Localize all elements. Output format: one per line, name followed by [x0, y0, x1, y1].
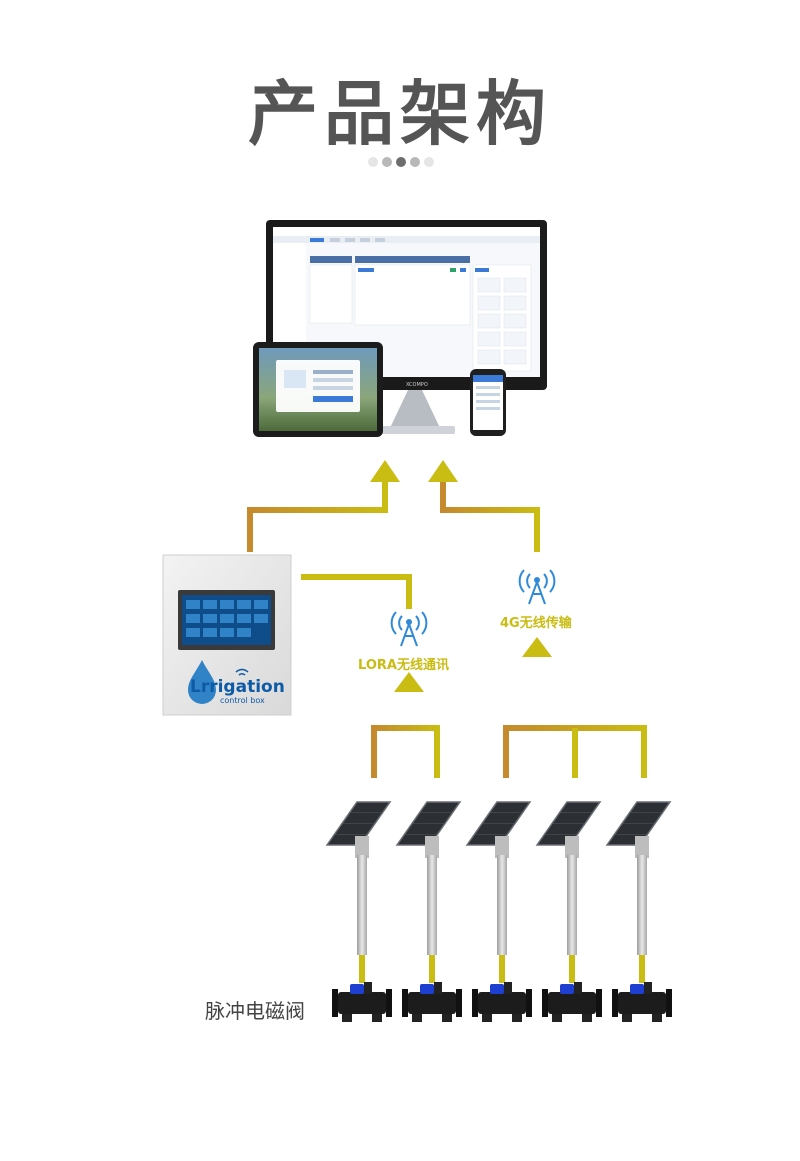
valve-flange [456, 989, 462, 1017]
valve-foot [482, 1014, 492, 1022]
pole [357, 855, 367, 955]
valve-foot [442, 1014, 452, 1022]
valve-cap [364, 982, 372, 994]
solar-station [535, 801, 602, 1022]
valve-cap [434, 982, 442, 994]
pagination-dots [368, 157, 434, 169]
bracket [355, 836, 369, 858]
valve-foot [622, 1014, 632, 1022]
valve-link [499, 955, 505, 983]
valve-foot [512, 1014, 522, 1022]
valve-cap [504, 982, 512, 994]
valve-flange [332, 989, 338, 1017]
bracket [565, 836, 579, 858]
valve-body [618, 992, 666, 1014]
pole [497, 855, 507, 955]
valve-foot [582, 1014, 592, 1022]
valve-cap [644, 982, 652, 994]
tablet-device [253, 342, 383, 437]
pagination-dot [424, 157, 434, 167]
solar-station [395, 801, 462, 1022]
valve-flange [402, 989, 408, 1017]
pole [637, 855, 647, 955]
valve-foot [552, 1014, 562, 1022]
control-box-brand: Lrrigation [190, 677, 285, 697]
bracket [635, 836, 649, 858]
g4-antenna-icon [518, 569, 556, 605]
solar-station [325, 801, 392, 1022]
solar-station [465, 801, 532, 1022]
valve-solenoid [560, 984, 574, 994]
valve-link [359, 955, 365, 983]
lora-connector [301, 574, 440, 778]
pagination-dot [396, 157, 406, 167]
valve-flange [386, 989, 392, 1017]
valve-link [569, 955, 575, 983]
g4-connector [503, 637, 647, 778]
valve-flange [542, 989, 548, 1017]
valve-foot [412, 1014, 422, 1022]
valve-foot [372, 1014, 382, 1022]
valve-flange [612, 989, 618, 1017]
control-box-subtitle: control box [220, 696, 265, 705]
valve-body [478, 992, 526, 1014]
pagination-dot [368, 157, 378, 167]
valve-solenoid [490, 984, 504, 994]
page-title: 产品架构 [248, 73, 552, 155]
pagination-dot [410, 157, 420, 167]
bracket [425, 836, 439, 858]
valve-solenoid [630, 984, 644, 994]
monitor-brand: XCOMPO [406, 382, 428, 388]
phone-device [470, 369, 506, 436]
lora-label: LORA无线通讯 [358, 658, 449, 673]
valve-flange [666, 989, 672, 1017]
valve-solenoid [350, 984, 364, 994]
valve-flange [526, 989, 532, 1017]
lora-antenna-icon [390, 611, 428, 647]
valve-body [548, 992, 596, 1014]
valve-solenoid [420, 984, 434, 994]
bracket [495, 836, 509, 858]
valve-foot [342, 1014, 352, 1022]
pole [567, 855, 577, 955]
pagination-dot [382, 157, 392, 167]
valve-body [338, 992, 386, 1014]
g4-label: 4G无线传输 [500, 616, 572, 631]
valve-flange [472, 989, 478, 1017]
control-box [162, 554, 292, 716]
valve-link [639, 955, 645, 983]
pole [427, 855, 437, 955]
valve-label: 脉冲电磁阀 [205, 999, 305, 1023]
valve-foot [652, 1014, 662, 1022]
valve-cap [574, 982, 582, 994]
solar-stations [325, 801, 672, 1022]
valve-body [408, 992, 456, 1014]
valve-flange [596, 989, 602, 1017]
solar-station [605, 801, 672, 1022]
upload-connectors [247, 460, 540, 552]
valve-link [429, 955, 435, 983]
